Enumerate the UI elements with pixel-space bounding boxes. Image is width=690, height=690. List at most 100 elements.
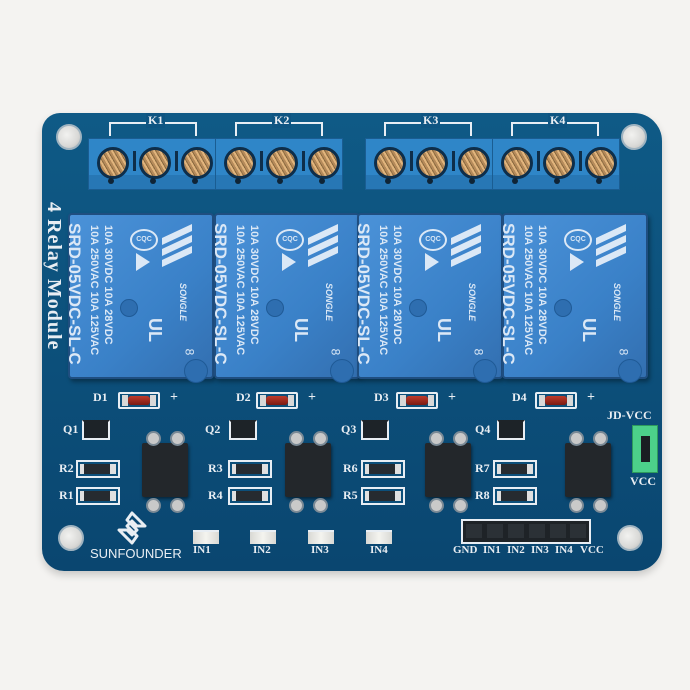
wire-hole: [427, 178, 433, 184]
wire-hole: [192, 178, 198, 184]
transistor-q1: [82, 420, 110, 440]
resistor-label-r3: R3: [208, 461, 223, 475]
diode-plus: +: [587, 390, 595, 405]
wire-hole: [596, 178, 602, 184]
transistor-label-q3: Q3: [341, 422, 357, 436]
resistor-r7: [493, 460, 537, 478]
transistor-q2: [229, 420, 257, 440]
resistor-r2: [76, 460, 120, 478]
pin-label-vcc: VCC: [580, 544, 604, 556]
warning-triangle-icon: [136, 253, 150, 271]
terminal-divider: [410, 151, 413, 171]
mounting-hole-top-left: [56, 124, 82, 150]
relay-rating-2: 10A 30VDC 10A 28VDC: [391, 225, 403, 345]
led-label-in3: IN3: [311, 544, 329, 556]
relay-rating-1: 10A 250VAC 10A 125VAC: [522, 225, 534, 356]
relay-dimple: [618, 359, 642, 383]
screw-icon[interactable]: [308, 147, 340, 179]
songle-logo-icon: [596, 224, 626, 277]
ul-logo-icon: UL: [434, 318, 454, 342]
ul-logo-icon: UL: [291, 318, 311, 342]
wire-hole: [150, 178, 156, 184]
terminal-label-k4: K4: [548, 113, 568, 128]
led-label-in1: IN1: [193, 544, 211, 556]
relay-rating-1: 10A 250VAC 10A 125VAC: [88, 225, 100, 356]
screw-icon[interactable]: [374, 147, 406, 179]
screw-terminal-block-k1[interactable]: [88, 138, 216, 190]
pin-label-in1: IN1: [483, 544, 501, 556]
board-title: 4 Relay Module: [43, 202, 65, 351]
relay-model: SRD-05VDC-SL-C: [211, 223, 230, 365]
led-in2: [250, 530, 276, 544]
terminal-divider: [175, 151, 178, 171]
warning-triangle-icon: [425, 253, 439, 271]
relay-model: SRD-05VDC-SL-C: [65, 223, 84, 365]
screw-icon[interactable]: [501, 147, 533, 179]
terminal-label-k3: K3: [421, 113, 441, 128]
terminal-divider: [260, 151, 263, 171]
terminal-divider: [452, 151, 455, 171]
resistor-label-r7: R7: [475, 461, 490, 475]
led-in1: [193, 530, 219, 544]
pin-label-in2: IN2: [507, 544, 525, 556]
resistor-label-r2: R2: [59, 461, 74, 475]
relay-model: SRD-05VDC-SL-C: [499, 223, 518, 365]
wire-hole: [385, 178, 391, 184]
brand-name: SUNFOUNDER: [90, 546, 182, 561]
relay-rating-1: 10A 250VAC 10A 125VAC: [234, 225, 246, 356]
relay-mark: 8: [471, 348, 486, 356]
screw-icon[interactable]: [139, 147, 171, 179]
relay-rating-2: 10A 30VDC 10A 28VDC: [248, 225, 260, 345]
wire-hole: [554, 178, 560, 184]
jumper-label-top: JD-VCC: [607, 408, 652, 422]
relay-brand: SONGLE: [178, 283, 188, 322]
relay-mark: 8: [616, 348, 631, 356]
resistor-r6: [361, 460, 405, 478]
relay-dimple: [120, 299, 138, 317]
screw-icon[interactable]: [543, 147, 575, 179]
relay-dimple: [409, 299, 427, 317]
diode-label-d2: D2: [236, 390, 251, 404]
screw-icon[interactable]: [585, 147, 617, 179]
diode-plus: +: [448, 390, 456, 405]
screw-terminal-block-k4[interactable]: [492, 138, 620, 190]
resistor-label-r1: R1: [59, 488, 74, 502]
resistor-label-r8: R8: [475, 488, 490, 502]
terminal-divider: [537, 151, 540, 171]
songle-logo-icon: [162, 224, 192, 277]
jd-vcc-jumper[interactable]: [632, 425, 658, 473]
terminal-label-k2: K2: [272, 113, 292, 128]
cqc-logo-icon: CQC: [564, 229, 592, 251]
screw-icon[interactable]: [416, 147, 448, 179]
resistor-r8: [493, 487, 537, 505]
terminal-divider: [579, 151, 582, 171]
relay-rating-2: 10A 30VDC 10A 28VDC: [536, 225, 548, 345]
mounting-hole-bottom-right: [617, 525, 643, 551]
screw-icon[interactable]: [458, 147, 490, 179]
screw-icon[interactable]: [181, 147, 213, 179]
screw-icon[interactable]: [266, 147, 298, 179]
diode-d1: [118, 392, 160, 409]
diode-d3: [396, 392, 438, 409]
diode-plus: +: [170, 390, 178, 405]
cqc-logo-icon: CQC: [419, 229, 447, 251]
screw-icon[interactable]: [224, 147, 256, 179]
input-pin-header[interactable]: [461, 519, 591, 544]
wire-hole: [235, 178, 241, 184]
relay-rating-2: 10A 30VDC 10A 28VDC: [102, 225, 114, 345]
relay-3: SRD-05VDC-SL-C 10A 250VAC 10A 125VAC 10A…: [354, 213, 503, 383]
songle-logo-icon: [308, 224, 338, 277]
resistor-r3: [228, 460, 272, 478]
diode-plus: +: [308, 390, 316, 405]
resistor-label-r4: R4: [208, 488, 223, 502]
ul-logo-icon: UL: [145, 318, 165, 342]
relay-2: SRD-05VDC-SL-C 10A 250VAC 10A 125VAC 10A…: [211, 213, 360, 383]
wire-hole: [277, 178, 283, 184]
warning-triangle-icon: [282, 253, 296, 271]
screw-icon[interactable]: [97, 147, 129, 179]
relay-rating-1: 10A 250VAC 10A 125VAC: [377, 225, 389, 356]
screw-terminal-block-k3[interactable]: [365, 138, 493, 190]
screw-terminal-block-k2[interactable]: [215, 138, 343, 190]
optocoupler-3: [425, 431, 471, 513]
transistor-q4: [497, 420, 525, 440]
